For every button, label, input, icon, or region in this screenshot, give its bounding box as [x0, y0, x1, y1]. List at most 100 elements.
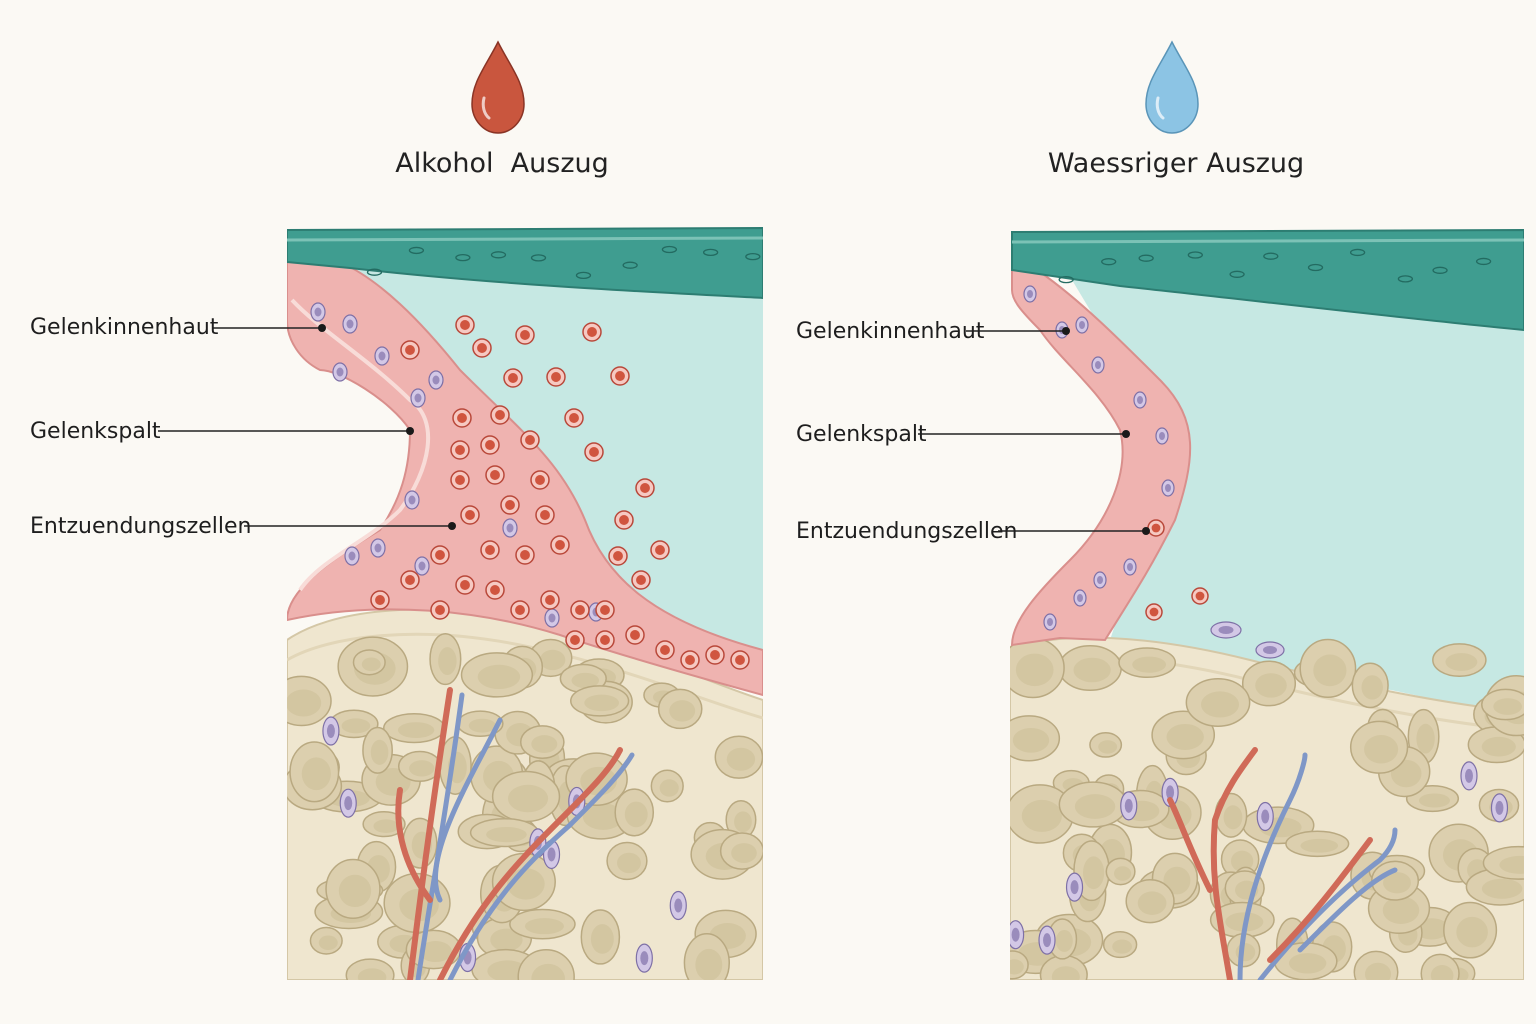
vein	[447, 752, 635, 980]
cell-nucleus	[1127, 563, 1133, 571]
chondrocyte	[622, 261, 638, 269]
cell-nucleus	[1151, 523, 1161, 533]
synovial-cells	[1023, 285, 1175, 631]
label-joint-space: Gelenkspalt	[30, 419, 161, 444]
cell-nucleus	[1464, 768, 1473, 783]
bone-pore-shadow	[524, 918, 564, 935]
bone-pore-shadow	[370, 739, 389, 765]
inflammatory-cell-cluster	[370, 315, 750, 670]
bone-pore-shadow	[477, 664, 521, 689]
chondrocyte	[1307, 263, 1324, 272]
bone-pore-shadow	[1364, 735, 1399, 764]
cell-nucleus	[506, 523, 514, 533]
cell-nucleus	[1124, 798, 1133, 813]
bone-pore-shadow	[1481, 736, 1516, 757]
panel-title-aqueous: Waessriger Auszug	[1048, 148, 1304, 179]
chondrocyte	[1432, 266, 1448, 274]
chondrocyte	[1101, 258, 1117, 266]
cell-nucleus	[525, 435, 535, 445]
bone-pore-shadow	[361, 657, 381, 672]
cell-nucleus	[600, 635, 610, 645]
cell-nucleus	[314, 307, 322, 317]
bone-pore-shadow	[1481, 878, 1523, 899]
red-drop-icon	[471, 40, 525, 134]
bone-pore-shadow	[1137, 891, 1167, 915]
bone-pore-shadow	[1073, 657, 1111, 683]
label-synovium: Gelenkinnenhaut	[30, 315, 219, 340]
cell-nucleus	[432, 375, 440, 385]
cell-nucleus	[735, 655, 745, 665]
artery	[395, 787, 433, 903]
cell-nucleus	[1077, 594, 1083, 602]
chondrocytes	[366, 245, 761, 280]
cell-nucleus	[477, 343, 487, 353]
cell-nucleus	[374, 543, 382, 553]
bone-pore-shadow	[301, 757, 331, 791]
bone-pore-shadow	[617, 852, 641, 874]
cell-nucleus	[1166, 785, 1175, 800]
bone-pore-shadow	[1255, 673, 1287, 698]
bone-pore-shadow	[1166, 723, 1204, 750]
cell-nucleus	[485, 440, 495, 450]
bone-pore-shadow	[1445, 653, 1478, 671]
cell-nucleus	[535, 475, 545, 485]
cell-nucleus	[460, 320, 470, 330]
bone-trabeculae	[287, 632, 763, 980]
bone-pore-shadow	[1051, 966, 1080, 980]
cell-nucleus	[1070, 880, 1079, 895]
bone-pore-shadow	[1074, 794, 1116, 819]
cell-nucleus	[1079, 321, 1085, 329]
chondrocyte	[1058, 275, 1074, 284]
synovium-layer	[1010, 266, 1192, 647]
chondrocyte	[366, 268, 383, 276]
cell-nucleus	[520, 550, 530, 560]
cell-nucleus	[485, 545, 495, 555]
bone-pore-shadow	[531, 735, 558, 753]
chondrocyte	[490, 251, 507, 259]
cell-nucleus	[551, 372, 561, 382]
bone-pore-shadow	[1418, 793, 1450, 808]
bone-pore-shadow	[409, 760, 435, 777]
inflammatory-cells-sparse	[1145, 519, 1285, 659]
cell-nucleus	[505, 500, 515, 510]
vein	[1257, 827, 1398, 980]
bone-pore-shadow	[726, 747, 756, 771]
bone-pore-shadow	[1456, 916, 1488, 948]
cell-nucleus	[1047, 618, 1053, 626]
bone-pore-shadow	[1361, 675, 1383, 700]
cell-nucleus	[545, 595, 555, 605]
label-synovium: Gelenkinnenhaut	[796, 319, 985, 344]
cell-nucleus	[1011, 927, 1020, 942]
cell-nucleus	[555, 540, 565, 550]
cell-nucleus	[660, 645, 670, 655]
bone-pore-shadow	[1230, 850, 1254, 872]
chondrocyte	[1229, 270, 1245, 278]
chondrocyte	[1138, 254, 1154, 262]
bone-pore-shadow	[624, 801, 648, 828]
bone-pore-shadow	[734, 811, 752, 833]
cell-nucleus	[435, 550, 445, 560]
artery	[1210, 747, 1258, 980]
cell-nucleus	[490, 585, 500, 595]
bone-pore-shadow	[338, 874, 372, 908]
blood-vessels	[1167, 747, 1398, 980]
cell-nucleus	[520, 330, 530, 340]
chondrocyte	[530, 254, 547, 262]
bone-pore-shadow	[1223, 805, 1243, 830]
chondrocyte	[1263, 252, 1279, 260]
chondrocyte	[455, 253, 471, 262]
chondrocyte	[702, 248, 719, 257]
cell-nucleus	[515, 605, 525, 615]
vein	[1237, 752, 1308, 980]
bone-pore-shadow	[318, 935, 338, 951]
cell-nucleus	[1495, 800, 1504, 815]
cell-nucleus	[1261, 809, 1270, 824]
cell-nucleus	[378, 351, 386, 361]
chondrocyte	[745, 252, 761, 261]
tissue-section-alcohol	[287, 226, 763, 980]
cell-nucleus	[435, 605, 445, 615]
cell-nucleus	[1159, 432, 1165, 440]
bone-pore-shadow	[669, 700, 696, 722]
blood-vessels	[395, 687, 635, 980]
cell-nucleus	[405, 345, 415, 355]
